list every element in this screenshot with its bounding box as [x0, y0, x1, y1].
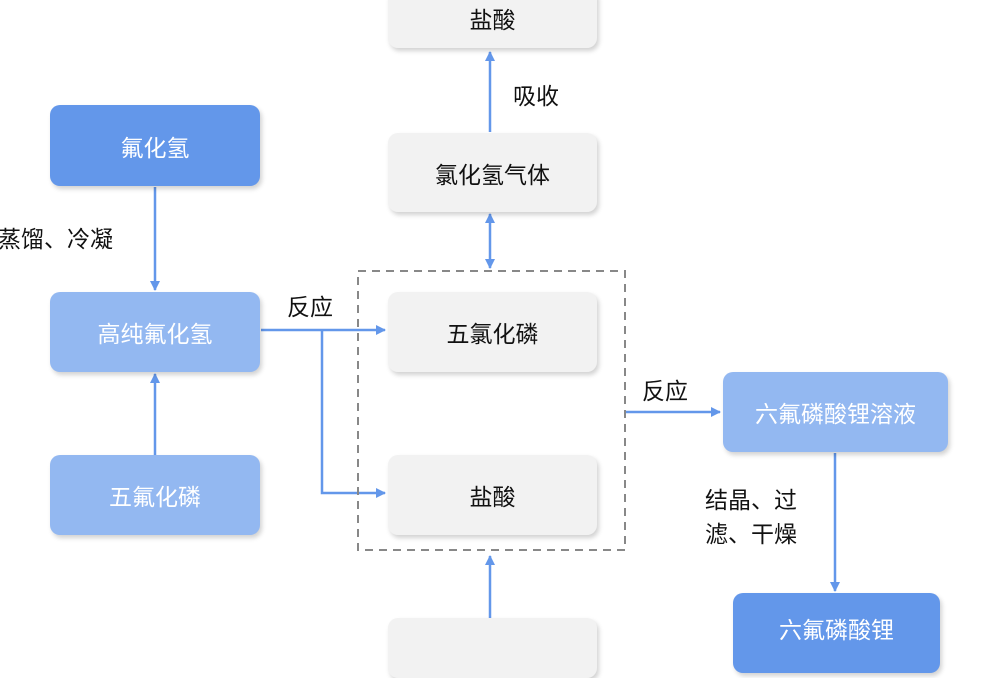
- node-pcl5: 五氯化磷: [388, 292, 597, 372]
- arrow-react-hcl: [320, 330, 386, 498]
- label-react-1: 反应: [287, 295, 333, 321]
- node-lipf6: 六氟磷酸锂: [733, 593, 940, 673]
- node-bottom-center: [388, 618, 597, 678]
- node-lipf6-solution: 六氟磷酸锂溶液: [723, 372, 948, 452]
- label-crystal-2: 滤、干燥: [705, 522, 797, 548]
- node-pf5: 五氟化磷: [50, 455, 260, 535]
- node-hcl-top: 盐酸: [388, 0, 597, 48]
- node-hcl-gas: 氯化氢气体: [388, 133, 597, 212]
- reaction-group-dashed: [357, 270, 626, 551]
- label-distill: 蒸馏、冷凝: [0, 227, 113, 253]
- label-react-2: 反应: [642, 379, 688, 405]
- label-absorb: 吸收: [513, 84, 559, 110]
- connectors: [150, 51, 840, 618]
- node-hf: 氟化氢: [50, 105, 260, 186]
- node-hcl-mid: 盐酸: [388, 455, 597, 535]
- label-crystal-1: 结晶、过: [705, 488, 797, 514]
- node-hf-pure: 高纯氟化氢: [50, 292, 260, 372]
